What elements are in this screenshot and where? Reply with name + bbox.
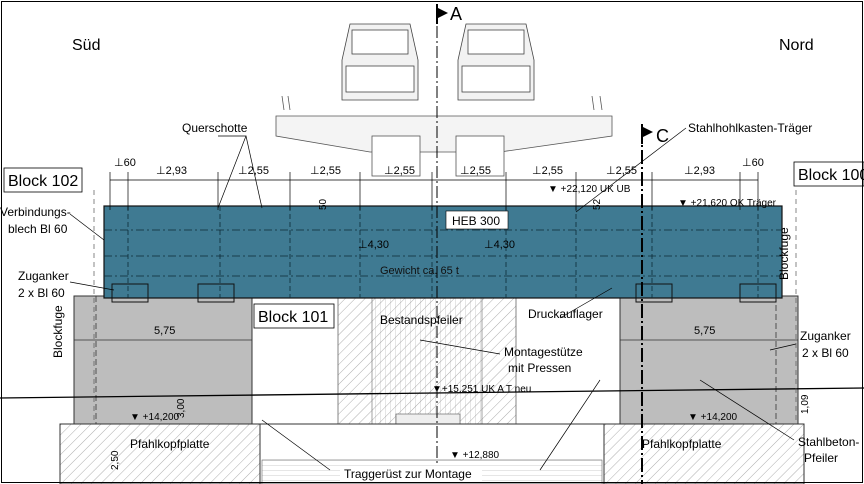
elev-ok-at-neu: ▼+15,251 UK A T neu: [432, 384, 531, 395]
dim-293-right: ⊥2,93: [684, 165, 715, 177]
existing-superstructure: [275, 95, 613, 177]
label-montagestuetze-1: Montagestütze: [504, 345, 583, 359]
label-traggeruest: Traggerüst zur Montage: [344, 467, 472, 481]
steel-box-girder: [103, 205, 783, 303]
label-heb-300: HEB 300: [452, 214, 500, 228]
label-zuganker-left-2: 2 x Bl 60: [18, 286, 65, 300]
label-blockfuge-right: Blockfuge: [777, 227, 791, 280]
label-stahlbeton-2: Pfeiler: [804, 451, 838, 465]
dim-250: 2,50: [110, 450, 121, 470]
label-druckauflager: Druckauflager: [528, 307, 603, 321]
label-zuganker-right-1: Zuganker: [800, 329, 851, 343]
elev-ok-traeger: ▼ +21,620 OK Träger: [678, 198, 777, 209]
dim-255-3: ⊥2,55: [384, 165, 415, 177]
dim-430-right: ⊥4,30: [484, 239, 515, 251]
label-pfahlkopfplatte-right: Pfahlkopfplatte: [642, 437, 722, 451]
dim-575-right: 5,75: [694, 325, 715, 337]
label-stahlbeton-1: Stahlbeton-: [798, 435, 859, 449]
label-querschotte: Querschotte: [182, 121, 248, 135]
elev-14200-right: ▼ +14,200: [688, 412, 738, 423]
dim-293-left: ⊥2,93: [156, 165, 187, 177]
dim-255-2: ⊥2,55: [310, 165, 341, 177]
dim-255-1: ⊥2,55: [238, 165, 269, 177]
dim-430-left: ⊥4,30: [358, 239, 389, 251]
elev-14200-left: ▼ +14,200: [130, 412, 180, 423]
block-100-label: Block 100: [798, 167, 864, 184]
section-marker-c: [641, 124, 653, 144]
elev-uk-ub: ▼ +22,120 UK UB: [548, 184, 631, 195]
label-north: Nord: [779, 37, 814, 54]
leader-lines: [69, 127, 797, 471]
dim-109: 1,09: [800, 394, 811, 414]
block-102-label: Block 102: [8, 173, 78, 190]
label-gewicht: Gewicht ca. 65 t: [380, 265, 459, 277]
label-section-c: C: [656, 126, 669, 146]
concrete-pier-right: [619, 295, 799, 425]
centerlines: [0, 6, 864, 484]
label-zuganker-right-2: 2 x Bl 60: [802, 346, 849, 360]
concrete-pier-left: [73, 295, 253, 425]
label-south: Süd: [72, 37, 100, 54]
vehicle-left: [341, 23, 419, 101]
dim-60-right: ⊥60: [742, 157, 764, 169]
label-verbindungsblech-1: Verbindungs-: [0, 205, 71, 219]
dim-50: 50: [318, 198, 329, 210]
label-bestandspfeiler: Bestandspfeiler: [380, 313, 463, 327]
label-pfahlkopfplatte-left: Pfahlkopfplatte: [130, 437, 210, 451]
label-verbindungsblech-2: blech Bl 60: [8, 222, 68, 236]
label-stahlhohlkasten: Stahlhohlkasten-Träger: [688, 121, 812, 135]
label-zuganker-left-1: Zuganker: [18, 269, 69, 283]
dim-60-left: ⊥60: [114, 157, 136, 169]
vehicle-right: [457, 23, 535, 101]
dim-255-4: ⊥2,55: [460, 165, 491, 177]
block-101-label: Block 101: [258, 309, 328, 326]
dim-575-left: 5,75: [154, 325, 175, 337]
dimension-chain: [109, 172, 759, 210]
dim-255-6: ⊥2,55: [606, 165, 637, 177]
dim-255-5: ⊥2,55: [532, 165, 563, 177]
section-marker-a: [436, 4, 448, 24]
dim-300: 3,00: [176, 398, 187, 418]
label-section-a: A: [450, 4, 462, 24]
label-blockfuge-left: Blockfuge: [51, 305, 65, 358]
dim-52: 52: [592, 198, 603, 210]
elev-12880: ▼ +12,880: [450, 450, 500, 461]
label-montagestuetze-2: mit Pressen: [508, 361, 571, 375]
